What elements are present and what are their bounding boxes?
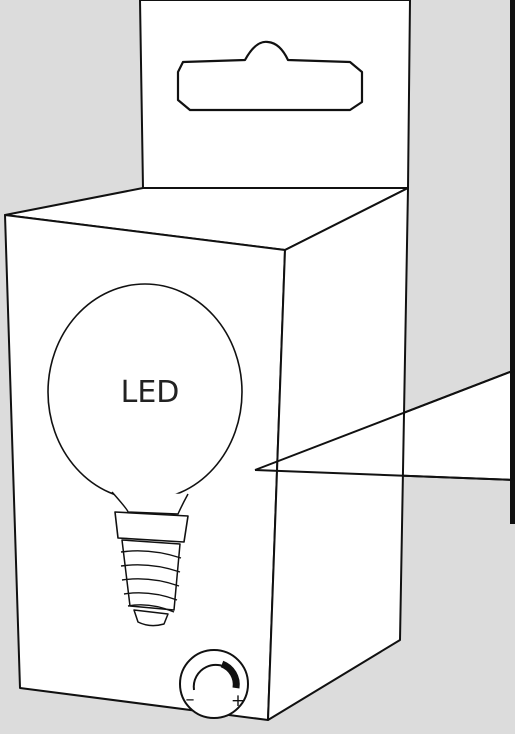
bulb-contact — [133, 609, 169, 627]
dimmer-arc-thick — [220, 660, 240, 689]
bulb-screw-base — [120, 539, 182, 627]
dimmer-minus: – — [186, 689, 195, 710]
hang-hole — [176, 40, 364, 112]
dimmer-symbol: – + — [179, 649, 249, 719]
bulb-label: LED — [121, 375, 180, 410]
dimmer-plus: + — [231, 691, 245, 711]
led-bulb: LED — [47, 283, 243, 627]
callout-line-lower — [254, 469, 515, 481]
bulb-collar — [114, 511, 189, 543]
hang-tab — [139, 0, 411, 189]
bulb-neck — [111, 491, 189, 515]
callout-line-upper — [254, 369, 515, 471]
box-side-face — [267, 187, 409, 721]
callout-panel-edge — [510, 0, 515, 524]
